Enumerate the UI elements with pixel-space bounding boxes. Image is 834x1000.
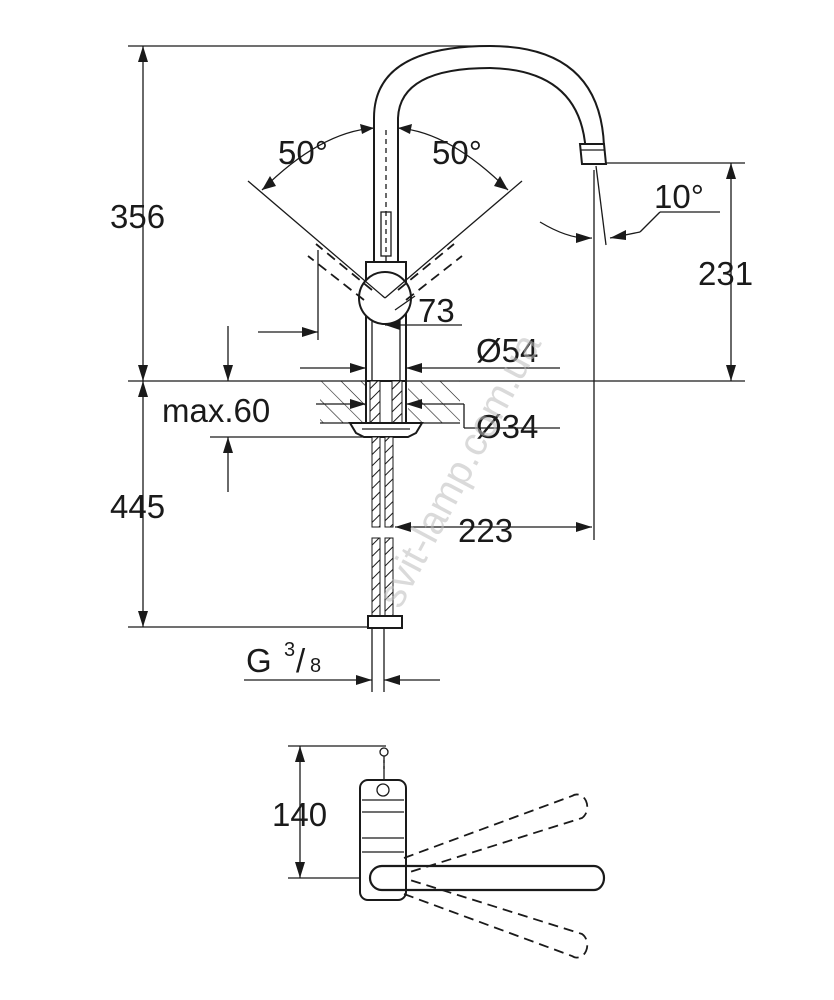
handle-swivel-left — [315, 243, 373, 291]
dim-spout-angle: 10° — [654, 178, 704, 215]
dim-height-outlet: 231 — [698, 255, 753, 292]
top-view: 140 — [272, 745, 606, 959]
dim-reach: 223 — [458, 512, 513, 549]
handle-swivel-right — [397, 243, 455, 291]
dim-hole-diameter: Ø34 — [476, 408, 538, 445]
hose-left — [369, 380, 381, 424]
dim-thread-den: 8 — [310, 655, 321, 677]
spout-arc — [373, 44, 606, 263]
dim-handle-radius: 73 — [418, 292, 455, 329]
hose-upper — [371, 436, 381, 528]
dim-base-diameter: Ø54 — [476, 332, 538, 369]
hose-fitting — [367, 615, 403, 629]
spout-tip — [578, 143, 608, 165]
dim-max-counter: max.60 — [162, 392, 270, 429]
side-view: 356 231 445 50° 50° 10° 73 Ø54 max.60 Ø3… — [110, 44, 753, 692]
dim-swivel-right: 50° — [432, 134, 482, 171]
dim-swivel-left: 50° — [278, 134, 328, 171]
lever-swivel-down — [403, 879, 589, 959]
dim-top-depth: 140 — [272, 796, 327, 833]
lever-swivel-up — [403, 793, 589, 873]
lever-handle[interactable] — [368, 864, 606, 892]
mounting-nut — [348, 422, 424, 438]
top-view-body — [359, 779, 407, 901]
dim-height-total: 356 — [110, 198, 165, 235]
counter-hatch-left — [320, 381, 368, 423]
dim-thread-g: G — [246, 642, 272, 679]
dim-below-counter: 445 — [110, 488, 165, 525]
dim-thread-slash: / — [296, 642, 306, 679]
dim-thread-num: 3 — [284, 639, 295, 661]
